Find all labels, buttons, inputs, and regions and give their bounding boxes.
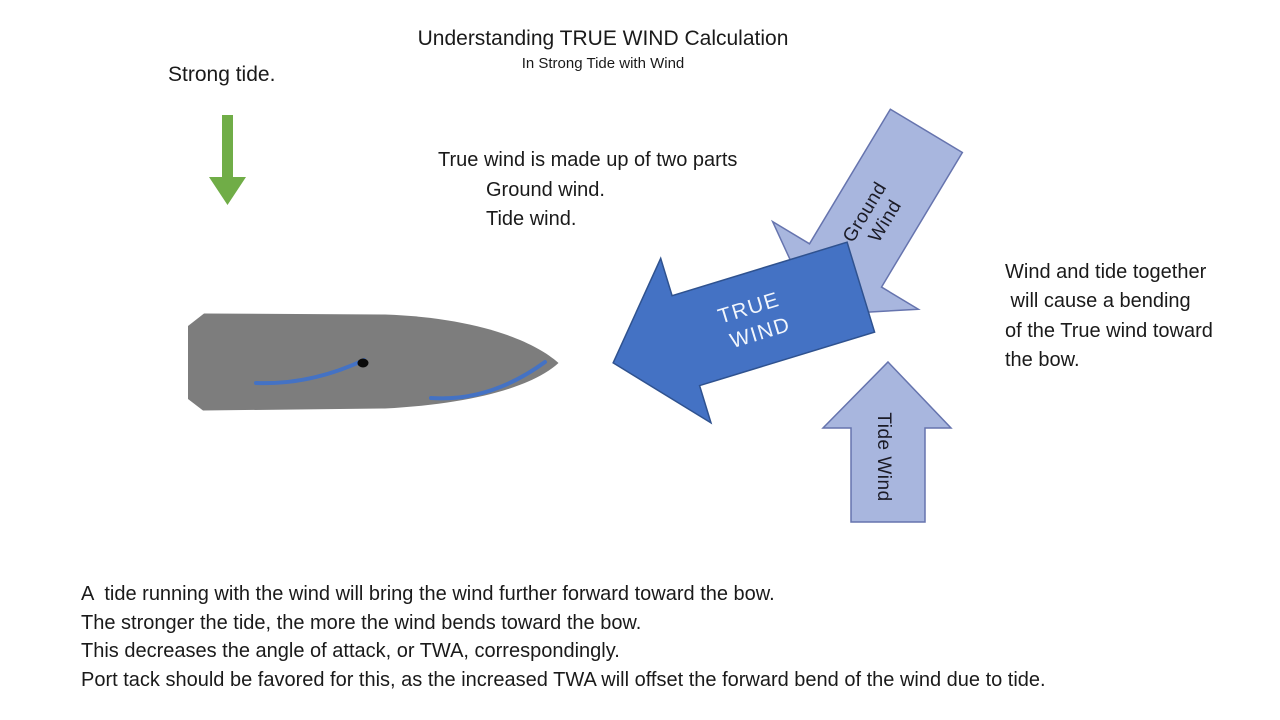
- explanation-block: True wind is made up of two parts Ground…: [438, 146, 737, 235]
- header: Understanding TRUE WIND Calculation In S…: [0, 26, 1206, 74]
- side-note-line: the bow.: [1005, 348, 1080, 371]
- footer-note-line: Port tack should be favored for this, as…: [81, 668, 1046, 691]
- footer-note-line: This decreases the angle of attack, or T…: [81, 640, 620, 663]
- wind-bend-line-bow: [429, 360, 547, 401]
- wind-bend-line-aft: [254, 358, 366, 386]
- side-note-line: of the True wind toward: [1005, 319, 1213, 342]
- side-note-line: Wind and tide together: [1005, 261, 1207, 283]
- strong-tide-label: Strong tide.: [168, 63, 276, 86]
- mast-dot: [357, 358, 369, 368]
- side-note: Wind and tide together will cause a bend…: [1005, 258, 1213, 375]
- footer-note-line: A tide running with the wind will bring …: [81, 583, 775, 605]
- slide-title: Understanding TRUE WIND Calculation: [417, 27, 789, 50]
- slide-subtitle: In Strong Tide with Wind: [521, 55, 685, 72]
- side-note-line: will cause a bending: [1005, 290, 1191, 313]
- true-wind-arrow: TRUE WIND: [612, 241, 876, 425]
- explanation-line: True wind is made up of two parts: [438, 149, 738, 171]
- tide-wind-label: Tide Wind: [873, 412, 894, 501]
- boat-hull: [188, 313, 559, 411]
- tide-wind-arrow: Tide Wind: [821, 360, 953, 523]
- explanation-line: Tide wind.: [486, 208, 577, 230]
- footer-notes: A tide running with the wind will bring …: [81, 580, 1046, 694]
- footer-note-line: The stronger the tide, the more the wind…: [81, 611, 642, 634]
- strong-tide-arrow: [209, 115, 246, 205]
- explanation-line: Ground wind.: [486, 178, 605, 201]
